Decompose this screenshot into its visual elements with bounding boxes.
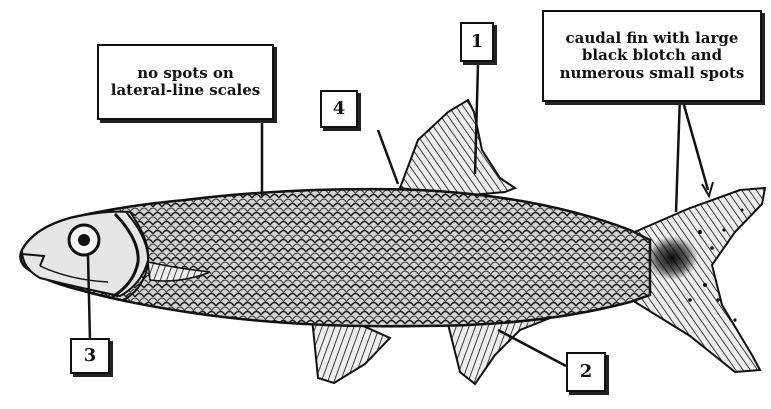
leader-num4: [378, 130, 398, 184]
callout-num-4: 4: [320, 90, 358, 128]
callout-lateral-line-line1: no spots on: [137, 65, 234, 82]
pelvic-fin: [312, 318, 390, 383]
callout-num-2: 2: [566, 352, 606, 392]
leader-caudal-arrow: [682, 98, 708, 190]
leader-num2: [498, 330, 566, 366]
callout-caudal-fin-line2: black blotch and: [582, 47, 722, 64]
callout-caudal-fin: caudal fin with large black blotch and n…: [542, 10, 762, 102]
leader-caudal: [676, 96, 680, 212]
callout-caudal-fin-line3: numerous small spots: [560, 65, 745, 82]
eye-pupil: [78, 234, 90, 246]
callout-lateral-line: no spots on lateral-line scales: [97, 44, 274, 120]
callout-caudal-fin-line1: caudal fin with large: [566, 30, 739, 47]
callout-num-1: 1: [460, 22, 494, 62]
dorsal-fin: [400, 100, 515, 196]
callout-lateral-line-line2: lateral-line scales: [111, 82, 261, 99]
callout-num-3: 3: [70, 338, 110, 374]
caudal-blotch: [646, 236, 698, 280]
